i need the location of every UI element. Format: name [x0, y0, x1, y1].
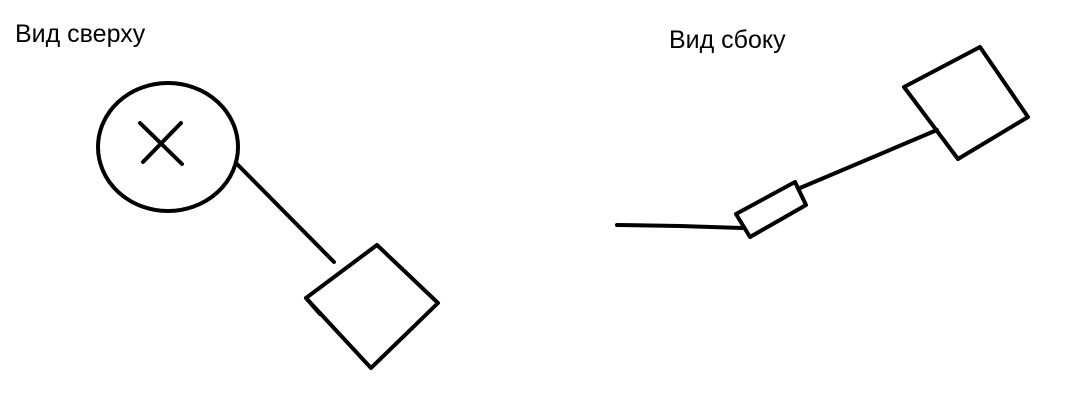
top-view-drawing — [96, 81, 440, 370]
cross-stroke-2 — [141, 121, 183, 164]
side-view-label: Вид сбоку — [669, 26, 786, 54]
circle-body — [96, 81, 240, 213]
side-square-head — [902, 45, 1030, 161]
square-head-notch — [304, 296, 322, 316]
top-view-label: Вид сверху — [15, 20, 146, 48]
connector-rod — [235, 162, 336, 264]
side-connector-rod — [798, 128, 939, 190]
base-line — [615, 223, 744, 230]
sleeve-rectangle — [734, 180, 808, 239]
side-view-drawing — [615, 45, 1030, 239]
square-head — [304, 243, 440, 370]
